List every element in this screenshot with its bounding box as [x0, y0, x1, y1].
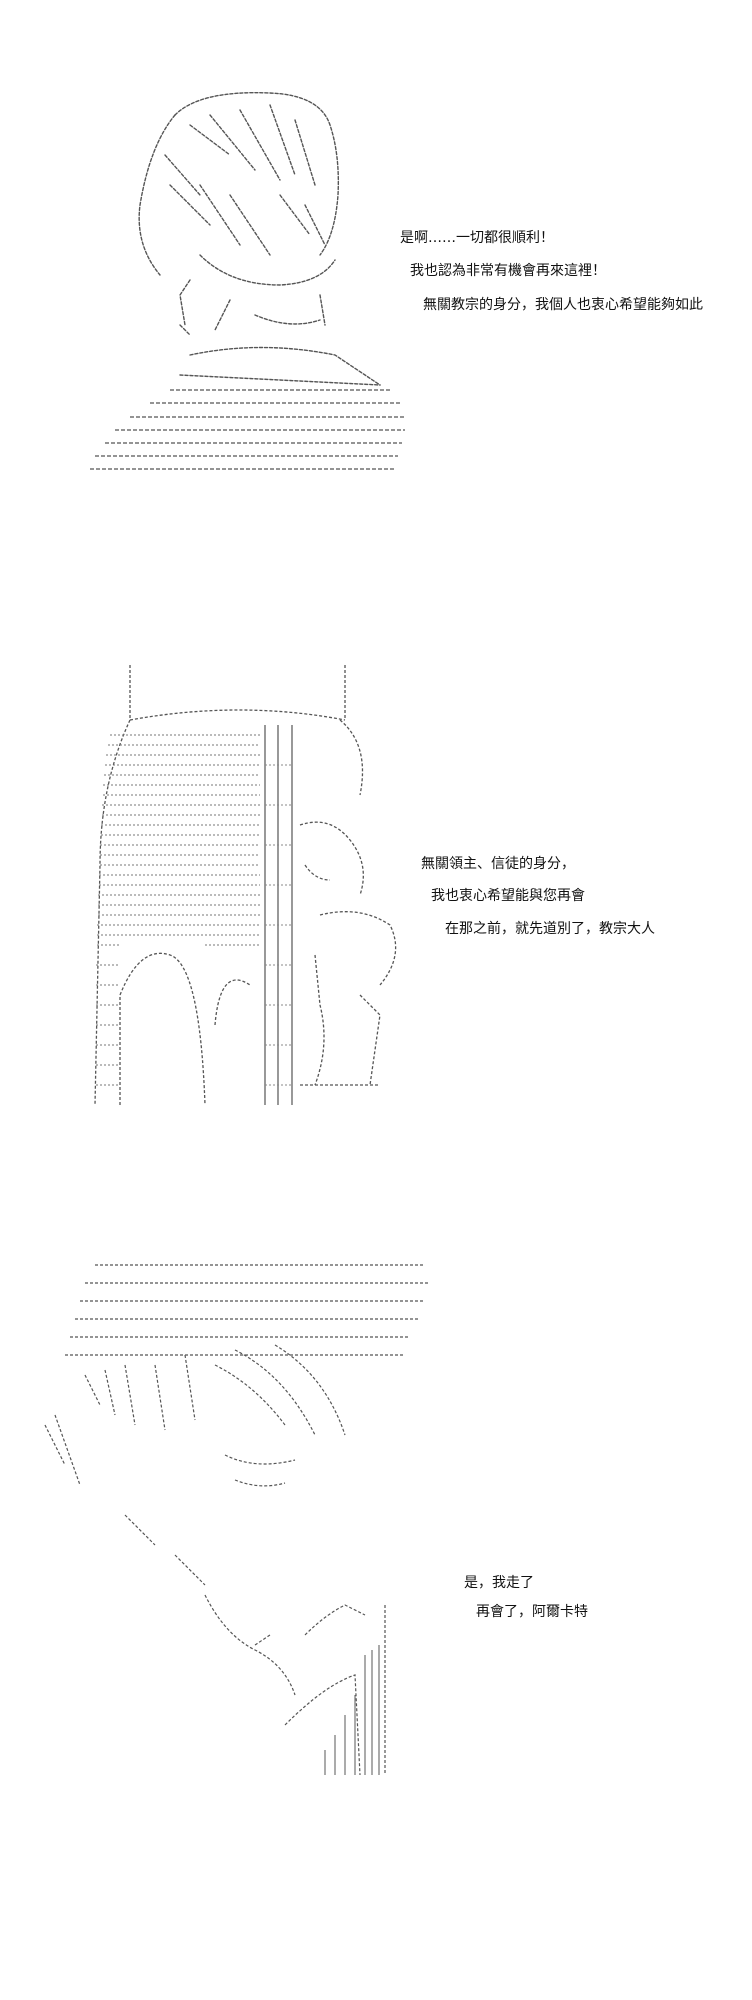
comic-panel-1: 是啊……一切都很順利！ 我也認為非常有機會再來這裡！ 無關教宗的身分，我個人也衷… — [0, 0, 752, 600]
dialogue-line: 我也認為非常有機會再來這裡！ — [410, 263, 606, 279]
ascii-art-character-with-pillar — [60, 665, 420, 1105]
dialogue-line: 再會了，阿爾卡特 — [476, 1604, 588, 1620]
dialogue-line: 是，我走了 — [464, 1575, 534, 1591]
ascii-art-profile-head — [25, 1255, 445, 1785]
comic-panel-2: 無關領主、信徒的身分， 我也衷心希望能與您再會 在那之前，就先道別了，教宗大人 — [0, 640, 752, 1140]
dialogue-line: 無關教宗的身分，我個人也衷心希望能夠如此 — [423, 297, 703, 313]
ascii-art-portrait — [80, 85, 420, 475]
comic-panel-3: 是，我走了 再會了，阿爾卡特 — [0, 1250, 752, 1810]
dialogue-line: 無關領主、信徒的身分， — [421, 856, 575, 872]
dialogue-line: 在那之前，就先道別了，教宗大人 — [445, 921, 655, 937]
dialogue-line: 我也衷心希望能與您再會 — [431, 888, 585, 904]
dialogue-line: 是啊……一切都很順利！ — [400, 230, 554, 246]
